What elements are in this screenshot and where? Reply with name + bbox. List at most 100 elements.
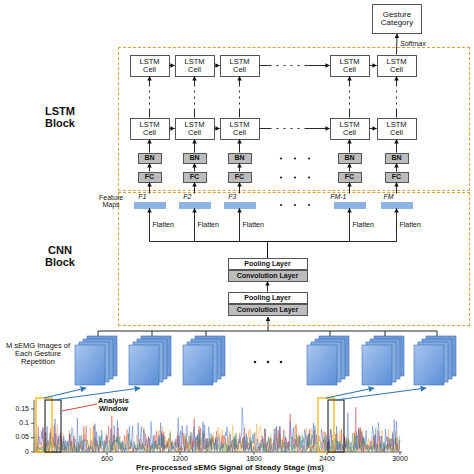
- axis-line: [34, 400, 402, 452]
- arrow-connector: [268, 209, 350, 258]
- text-label: 0.1: [0, 419, 29, 426]
- text-label: Pre-processed sEMG Signal of Steady Stag…: [10, 464, 450, 472]
- text-label: Analysis Window: [98, 397, 129, 413]
- lstm-cell: LSTM Cell: [130, 118, 170, 140]
- leader-line: [62, 404, 97, 411]
- edge-label: Flatten: [243, 221, 264, 228]
- node-label: Convolution Layer: [237, 272, 298, 279]
- arrow-connector: [396, 183, 397, 194]
- arrow-connector: [370, 65, 377, 66]
- edge-label: Flatten: [198, 221, 219, 228]
- arrow-connector: [349, 183, 350, 194]
- lstm-cell: LSTM Cell: [330, 55, 370, 77]
- node-label: BN: [344, 154, 354, 161]
- analysis-windows: [36, 398, 344, 452]
- bn-box: BN: [183, 153, 207, 164]
- node-label: LSTM Block: [45, 106, 75, 129]
- node-label: Gesture Category: [381, 11, 413, 28]
- arrow-connector: [349, 77, 350, 118]
- node-label: LSTM Cell: [184, 121, 204, 137]
- arrow-connector: [149, 140, 150, 153]
- dot: [267, 361, 270, 364]
- bus-arrow: [268, 317, 269, 331]
- node-label: LSTM Cell: [339, 58, 359, 74]
- node-label: FC: [235, 173, 244, 180]
- text-label: 0.05: [0, 433, 29, 440]
- node-label: CNN Block: [45, 245, 75, 268]
- node-label: BN: [391, 154, 401, 161]
- lstm-cell: LSTM Cell: [175, 55, 215, 77]
- node-label: FC: [145, 173, 154, 180]
- lstm-cell: LSTM Cell: [330, 118, 370, 140]
- feature-map: FM-1: [334, 194, 366, 209]
- plot-axes: [31, 400, 402, 455]
- node-label: FC: [392, 173, 401, 180]
- convolution-layer: Convolution Layer: [228, 304, 308, 316]
- arrow-connector: [170, 65, 175, 66]
- arrow-connector: [170, 128, 175, 129]
- signal-trace: [35, 424, 400, 452]
- text-label: 600: [92, 455, 122, 462]
- text-label: Feature Maps: [99, 194, 123, 209]
- arrow-connector: [396, 77, 397, 118]
- arrow-connector: [268, 209, 397, 258]
- convolution-layer: Convolution Layer: [228, 270, 308, 282]
- arrow-connector: [349, 164, 350, 172]
- window-arrow: [336, 388, 426, 400]
- fc-box: FC: [183, 172, 207, 183]
- pooling-layer: Pooling Layer: [228, 292, 308, 304]
- node-label: LSTM Cell: [184, 58, 204, 74]
- arrow-connector: [240, 209, 268, 258]
- axis-ticks: [31, 409, 400, 455]
- edge-label: Softmax: [400, 40, 426, 47]
- node-label: LSTM Cell: [386, 121, 406, 137]
- dot: [294, 204, 296, 206]
- node-label: LSTM Cell: [229, 58, 249, 74]
- lstm-cell: LSTM Cell: [220, 118, 260, 140]
- dot: [308, 157, 310, 159]
- arrow-connector: [260, 65, 330, 66]
- node-label: Pooling Layer: [244, 260, 290, 267]
- node-label: LSTM Cell: [229, 121, 249, 137]
- node-label: FC: [345, 173, 354, 180]
- node-label: BN: [234, 154, 244, 161]
- feature-map: F2: [179, 194, 211, 209]
- node-label: LSTM Cell: [339, 121, 359, 137]
- feature-map: F1: [134, 194, 166, 209]
- image-stack: [307, 336, 349, 385]
- dot: [280, 361, 283, 364]
- text-label: 3000: [385, 455, 415, 462]
- image-stack: [129, 336, 171, 385]
- node-label: BN: [144, 154, 154, 161]
- arrow-connector: [396, 140, 397, 153]
- lstm-cell: LSTM Cell: [220, 55, 260, 77]
- feature-bar: [224, 202, 256, 209]
- feature-map: FM: [381, 194, 413, 209]
- signal-trace: [35, 407, 400, 452]
- text-label: 0.15: [0, 405, 29, 412]
- text-label: 1800: [239, 455, 269, 462]
- node-label: LSTM Cell: [386, 58, 406, 74]
- node-label: F3: [228, 193, 236, 200]
- image-stack: [75, 336, 117, 385]
- node-label: LSTM Cell: [139, 58, 159, 74]
- text-label: M sEMG Images of Each Gesture Repetition: [1, 342, 75, 366]
- window-box: [36, 398, 52, 452]
- image-stack: [183, 336, 225, 385]
- output-box: Gesture Category: [372, 4, 422, 34]
- dot: [308, 176, 310, 178]
- fc-box: FC: [228, 172, 252, 183]
- feature-bar: [334, 202, 366, 209]
- cnn-block: CNN BlockF1F2F3FM-1FMPooling LayerConvol…: [118, 192, 470, 326]
- feature-bar: [134, 202, 166, 209]
- node-label: BN: [189, 154, 199, 161]
- window-arrow: [326, 388, 374, 398]
- dot: [280, 204, 282, 206]
- arrow-connector: [194, 183, 195, 194]
- arrow-connector: [239, 164, 240, 172]
- lstm-cell: LSTM Cell: [130, 55, 170, 77]
- text-label: 0: [0, 448, 29, 455]
